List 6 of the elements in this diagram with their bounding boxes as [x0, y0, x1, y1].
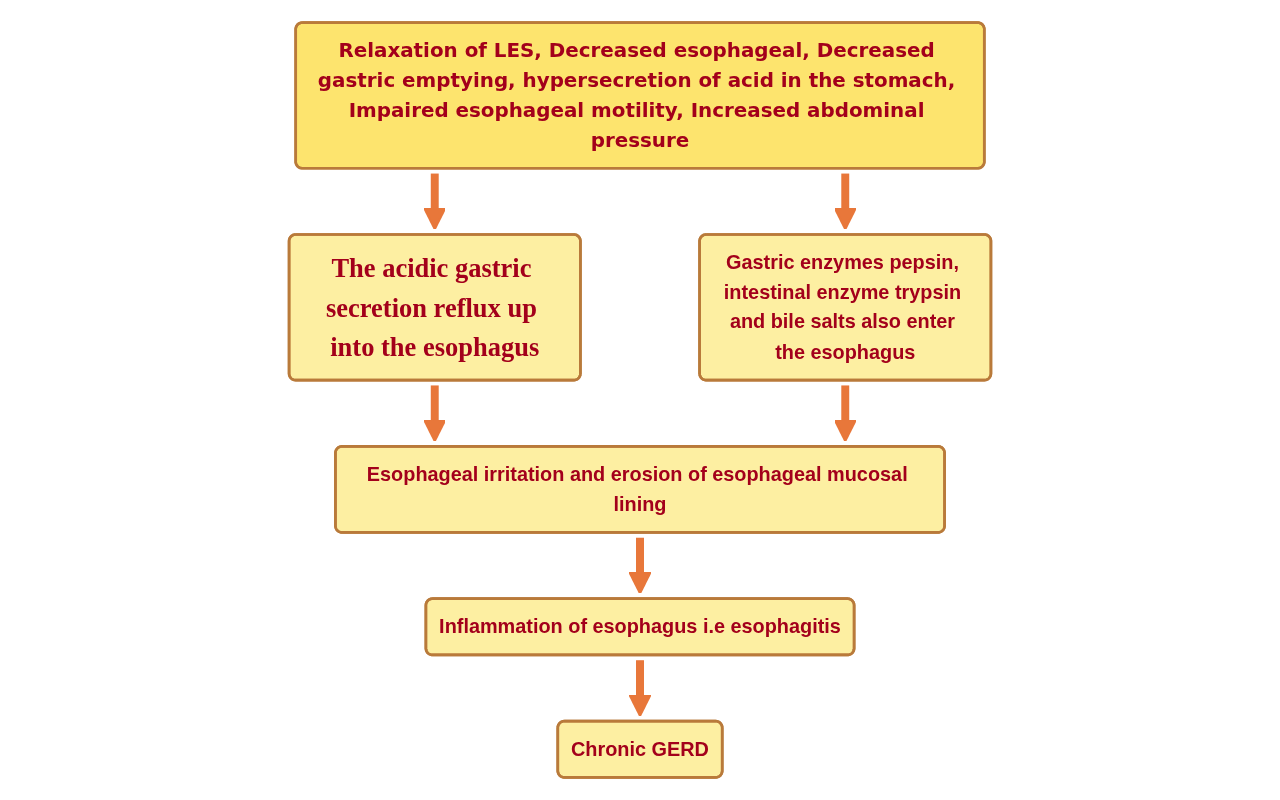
- process-box: The acidic gastric secretion reflux up into the esophagus: [287, 233, 582, 382]
- process-box: Esophageal irritation and erosion of esophageal mucosal lining: [334, 445, 946, 534]
- process-box: Gastric enzymes pepsin, intestinal enzyme trypsin and bile salts also enter the esophagus: [698, 233, 993, 382]
- process-box: Chronic GERD: [556, 719, 724, 779]
- process-box: Inflammation of esophagus i.e esophagitis: [424, 597, 856, 657]
- process-box: Relaxation of LES, Decreased esophageal, Decreased gastric emptying, hypersecretion of acid in the stomach, Impaired esophageal motility, Increased abdominal pressure: [294, 21, 986, 170]
